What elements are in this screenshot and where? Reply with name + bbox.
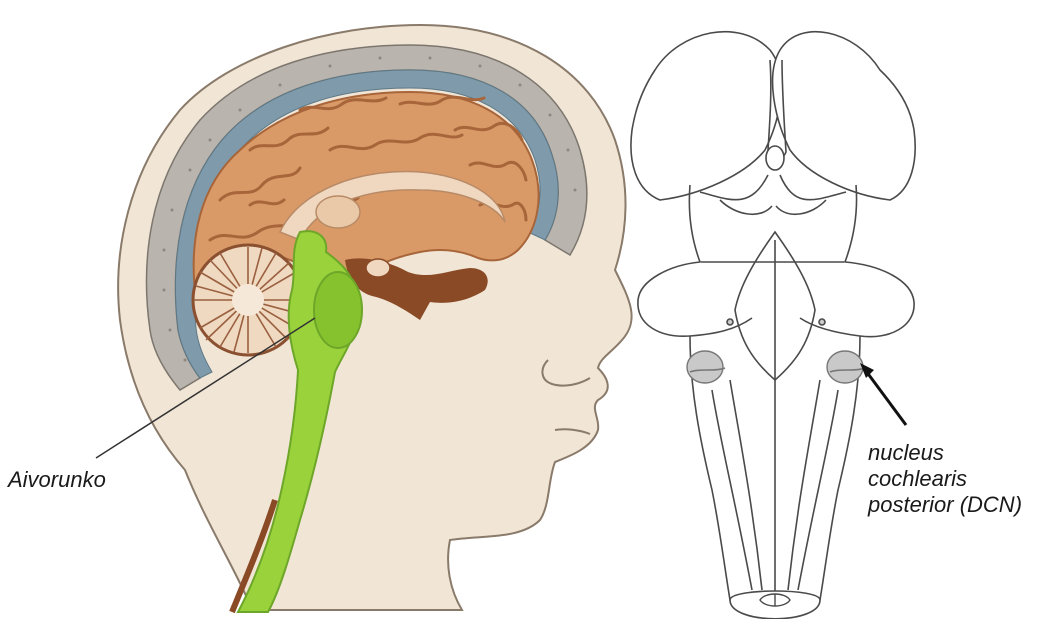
thalamus — [316, 196, 360, 228]
head-sagittal-view — [96, 25, 632, 612]
left-superior-lobe — [631, 32, 781, 200]
brainstem-label: Aivorunko — [8, 467, 106, 493]
dcn-pointer-arrow — [860, 363, 906, 425]
dcn-label-line-3: posterior (DCN) — [868, 492, 1022, 518]
dcn-label-line-2: cochlearis — [868, 466, 1022, 492]
brainstem-dorsal-view — [631, 32, 915, 619]
dcn-label: nucleus cochlearis posterior (DCN) — [868, 440, 1022, 518]
cerebellum — [193, 245, 303, 355]
pituitary — [366, 259, 390, 277]
right-peduncle — [800, 262, 914, 337]
right-superior-lobe — [773, 32, 916, 200]
dcn-label-line-1: nucleus — [868, 440, 1022, 466]
left-peduncle — [638, 262, 752, 336]
